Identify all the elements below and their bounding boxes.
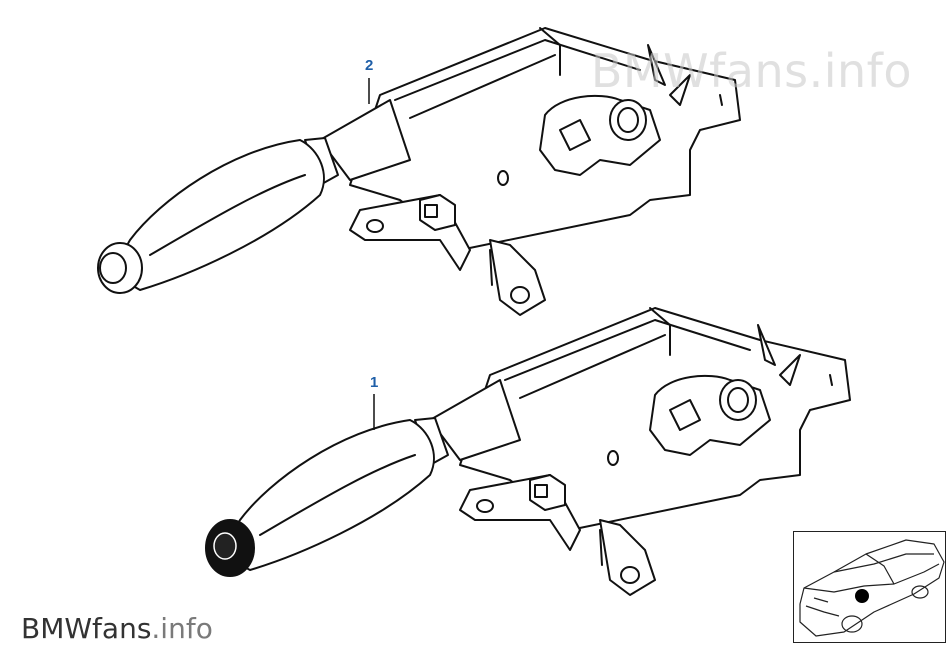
callout-2[interactable]: 2 [365,57,374,74]
car-outline-icon [799,539,945,637]
parking-brake-lever-1[interactable] [205,307,851,596]
watermark-text: BMWfans.info [590,44,912,98]
callout-1[interactable]: 1 [370,374,379,391]
parking-brake-lever-2[interactable] [97,27,741,316]
brand-logo-part1: BMWfans [21,612,152,645]
location-marker-icon [855,589,869,603]
car-location-thumbnail[interactable] [793,531,946,643]
brand-logo[interactable]: BMWfans.info [21,612,213,645]
brand-logo-part2: .info [151,612,213,645]
